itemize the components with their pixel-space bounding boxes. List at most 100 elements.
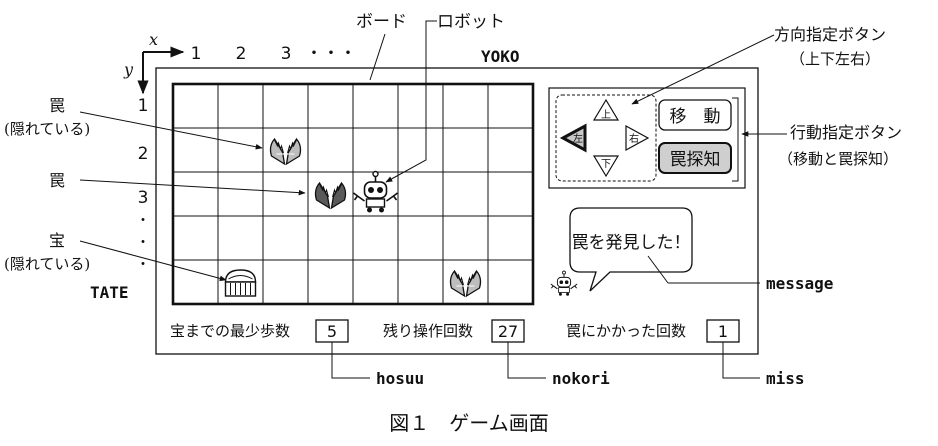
board-cell [262,259,309,305]
direction-left-button[interactable]: 左 [559,123,587,153]
status-bar: 宝までの最少歩数 5 残り操作回数 27 罠にかかった回数 1 [170,319,740,343]
message-variable: message [766,274,833,293]
board-cell [352,83,399,129]
board-cell [442,215,489,261]
nokori-leader [507,342,546,379]
message-leader-diag [647,255,669,284]
x-axis-symbol: x [149,30,158,49]
y-axis-symbol: y [123,60,134,79]
direction-buttons-leader [631,34,775,105]
x-tick-labels: 1 2 3 ・・・ [191,44,357,64]
board-pieces [224,137,482,298]
move-button[interactable]: 移 動 [658,99,732,131]
board-cell [307,171,354,217]
robot-annotation: ロボット [437,12,505,32]
hidden-trap-icon [269,137,302,166]
board-cell [307,83,354,129]
board-cell [172,259,219,305]
x-tick: 1 [191,44,202,64]
hosuu-value: 5 [327,322,337,341]
board-cell [397,171,444,217]
x-axis-name: YOKO [481,47,520,66]
board-cell [307,215,354,261]
direction-down-button[interactable]: 下 [592,155,620,178]
axes: x y 1 2 3 ・・・ 1 2 3 ・ ・ ・ YOKO TATE [90,30,520,302]
board-cell [217,215,264,261]
y-axis-name: TATE [90,283,129,302]
board-cell [217,83,264,129]
y-tick-labels: 1 2 3 ・ ・ ・ [136,96,150,273]
hosuu-leader [331,342,370,379]
direction-up-button[interactable]: 上 [592,98,620,121]
board-cell [442,171,489,217]
game-board [171,82,535,306]
robot-leader [385,20,437,183]
board-cell [307,259,354,305]
nokori-label: 残り操作回数 [383,322,473,340]
message-area: 罠を発見した！ [550,207,693,296]
treasure-annotation: 宝 [49,231,65,250]
x-tick-ellipsis: ・・・ [306,44,357,64]
y-tick: 1 [138,96,149,116]
board-cell [352,215,399,261]
trap-hidden-leader [79,111,263,150]
board-cell [307,127,354,173]
miss-variable: miss [766,369,805,388]
game-window-frame [155,67,759,355]
direction-right-label: 右 [629,132,639,145]
board-cell [262,215,309,261]
hidden-trap-icon [449,269,482,298]
board-cell [217,127,264,173]
board-cell [487,83,534,129]
board-cell [172,215,219,261]
speech-bubble [569,207,693,292]
y-tick-dot: ・ [136,235,150,251]
board-border [171,82,535,306]
board-cell [397,259,444,305]
board-cell [262,127,309,173]
treasure-leader [79,240,227,282]
x-tick: 2 [236,44,247,64]
detect-trap-button[interactable]: 罠探知 [658,142,732,174]
board-cell [352,127,399,173]
board-cell [397,127,444,173]
y-tick-dot: ・ [136,257,150,273]
direction-down-label: 下 [601,159,611,170]
trap-icon [314,181,347,210]
board-cell [487,215,534,261]
board-cell [217,171,264,217]
action-button-group: 移 動 罠探知 [658,97,739,182]
direction-left-label: 左 [573,132,583,145]
action-buttons-annotation: 行動指定ボタン [790,123,902,142]
figure-caption: 図１ ゲーム画面 [389,411,548,435]
miss-label: 罠にかかった回数 [566,322,686,340]
y-tick: 3 [138,188,149,208]
board-cell [172,171,219,217]
action-buttons-annotation-sub: （移動と罠探知） [778,150,898,168]
nokori-variable: nokori [552,369,610,388]
board-annotation: ボード [356,12,407,32]
miss-leader [722,342,760,379]
message-text: 罠を発見した！ [572,233,691,253]
trap-hidden-annotation: 罠 [49,96,65,115]
trap-leader [79,179,306,196]
annotations: ボード ロボット 方向指定ボタン （上下左右） 行動指定ボタン （移動と罠探知）… [4,12,902,388]
x-tick: 3 [281,44,292,64]
control-panel-frame [548,87,746,189]
button-panel: 上 下 左 右 移 動 罠探知 [548,87,746,189]
hosuu-variable: hosuu [376,369,424,388]
board-cell [262,171,309,217]
direction-up-label: 上 [601,109,611,121]
trap-hidden-annotation-sub: (隠れている) [4,120,90,138]
board-leader [369,33,386,81]
treasure-annotation-sub: (隠れている) [4,255,90,273]
y-tick-dot: ・ [136,213,150,229]
board-cell [172,83,219,129]
board-cell [442,83,489,129]
robot-icon [353,170,398,213]
board-cell [397,215,444,261]
direction-right-button[interactable]: 右 [625,124,650,152]
board-cell [442,259,489,305]
board-cell [442,127,489,173]
